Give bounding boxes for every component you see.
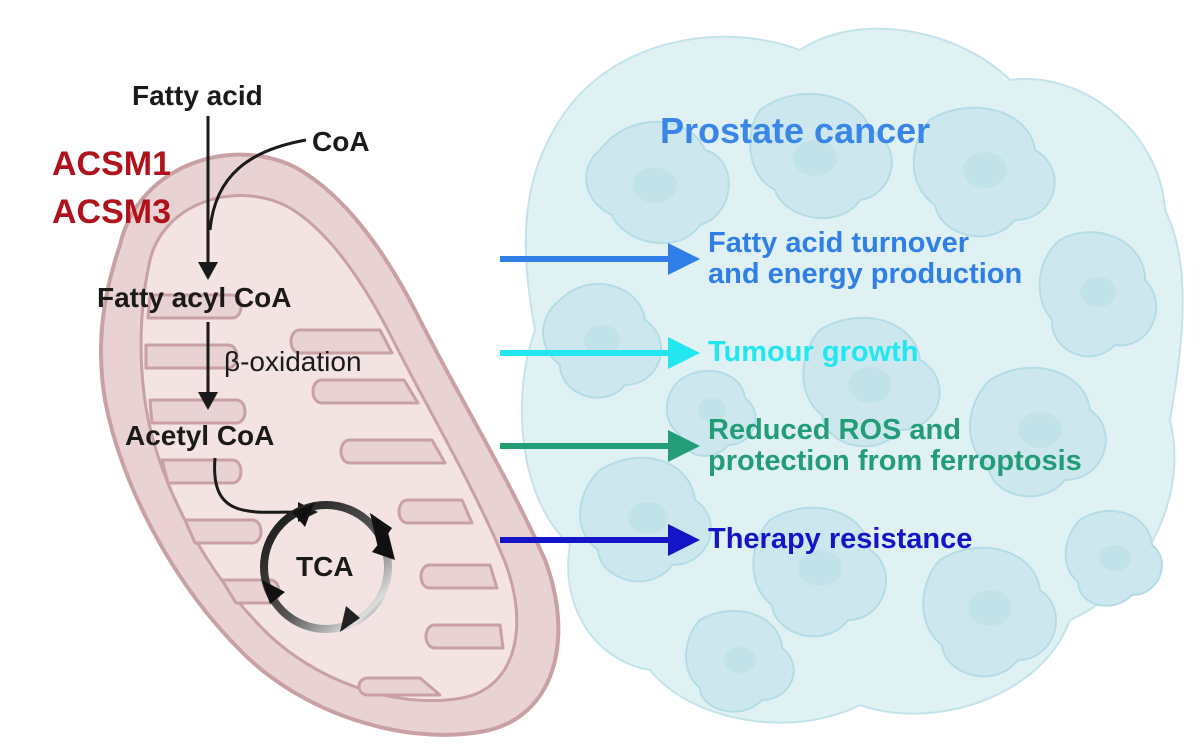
beta-oxidation-arrow <box>198 322 218 410</box>
effect-arrow-energy <box>500 243 700 275</box>
enzyme-acsm3-label: ACSM3 <box>52 193 172 231</box>
effect-ros-text: Reduced ROS and protection from ferropto… <box>708 414 1082 478</box>
effect-ros-line2: protection from ferroptosis <box>708 445 1082 478</box>
prostate-cancer-title: Prostate cancer <box>660 110 931 151</box>
fatty-acid-to-acyl-coa-arrow <box>198 116 218 280</box>
acetyl-coa-label: Acetyl CoA <box>125 420 275 451</box>
coa-input-arrow <box>208 138 307 231</box>
tca-cycle-icon <box>260 501 395 633</box>
effect-therapy-text: Therapy resistance <box>708 523 973 555</box>
mitochondrion-icon <box>99 152 561 737</box>
fatty-acid-label: Fatty acid <box>132 80 263 111</box>
beta-oxidation-label: β-oxidation <box>224 346 362 377</box>
coa-label: CoA <box>312 126 370 157</box>
tca-label: TCA <box>296 551 354 582</box>
effect-energy-line2: and energy production <box>708 258 1023 291</box>
effect-energy-text: Fatty acid turnover and energy productio… <box>708 227 1023 291</box>
fatty-acyl-coa-label: Fatty acyl CoA <box>97 282 292 313</box>
effect-arrow-ros <box>500 430 700 462</box>
effect-arrow-therapy <box>500 524 700 556</box>
effect-energy-line1: Fatty acid turnover <box>708 227 970 259</box>
enzyme-acsm1-label: ACSM1 <box>52 145 172 183</box>
effect-arrow-growth <box>500 337 700 369</box>
effect-ros-line1: Reduced ROS and <box>708 414 961 446</box>
effect-growth-text: Tumour growth <box>708 336 919 368</box>
